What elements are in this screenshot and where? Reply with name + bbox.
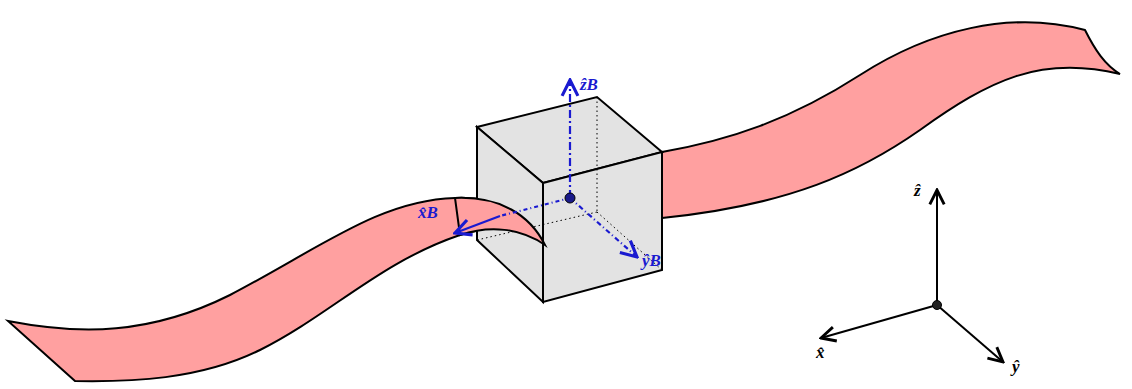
axis-label: ŷB	[642, 252, 661, 269]
inertial-axes	[821, 190, 1003, 362]
axis-label: x̂	[816, 344, 825, 361]
body-axes	[455, 80, 637, 257]
axis-label: x̂B	[418, 204, 438, 221]
inertial-origin	[933, 301, 942, 310]
axis-label: ẑ	[914, 182, 921, 199]
solar-panel	[662, 22, 1120, 218]
axis-label: ŷ	[1012, 358, 1020, 375]
solar-panel	[8, 198, 545, 381]
body-origin	[565, 193, 575, 203]
axis-label: ẑB	[580, 76, 598, 93]
cube-front	[543, 152, 662, 302]
solar-panel-tip	[455, 198, 545, 245]
